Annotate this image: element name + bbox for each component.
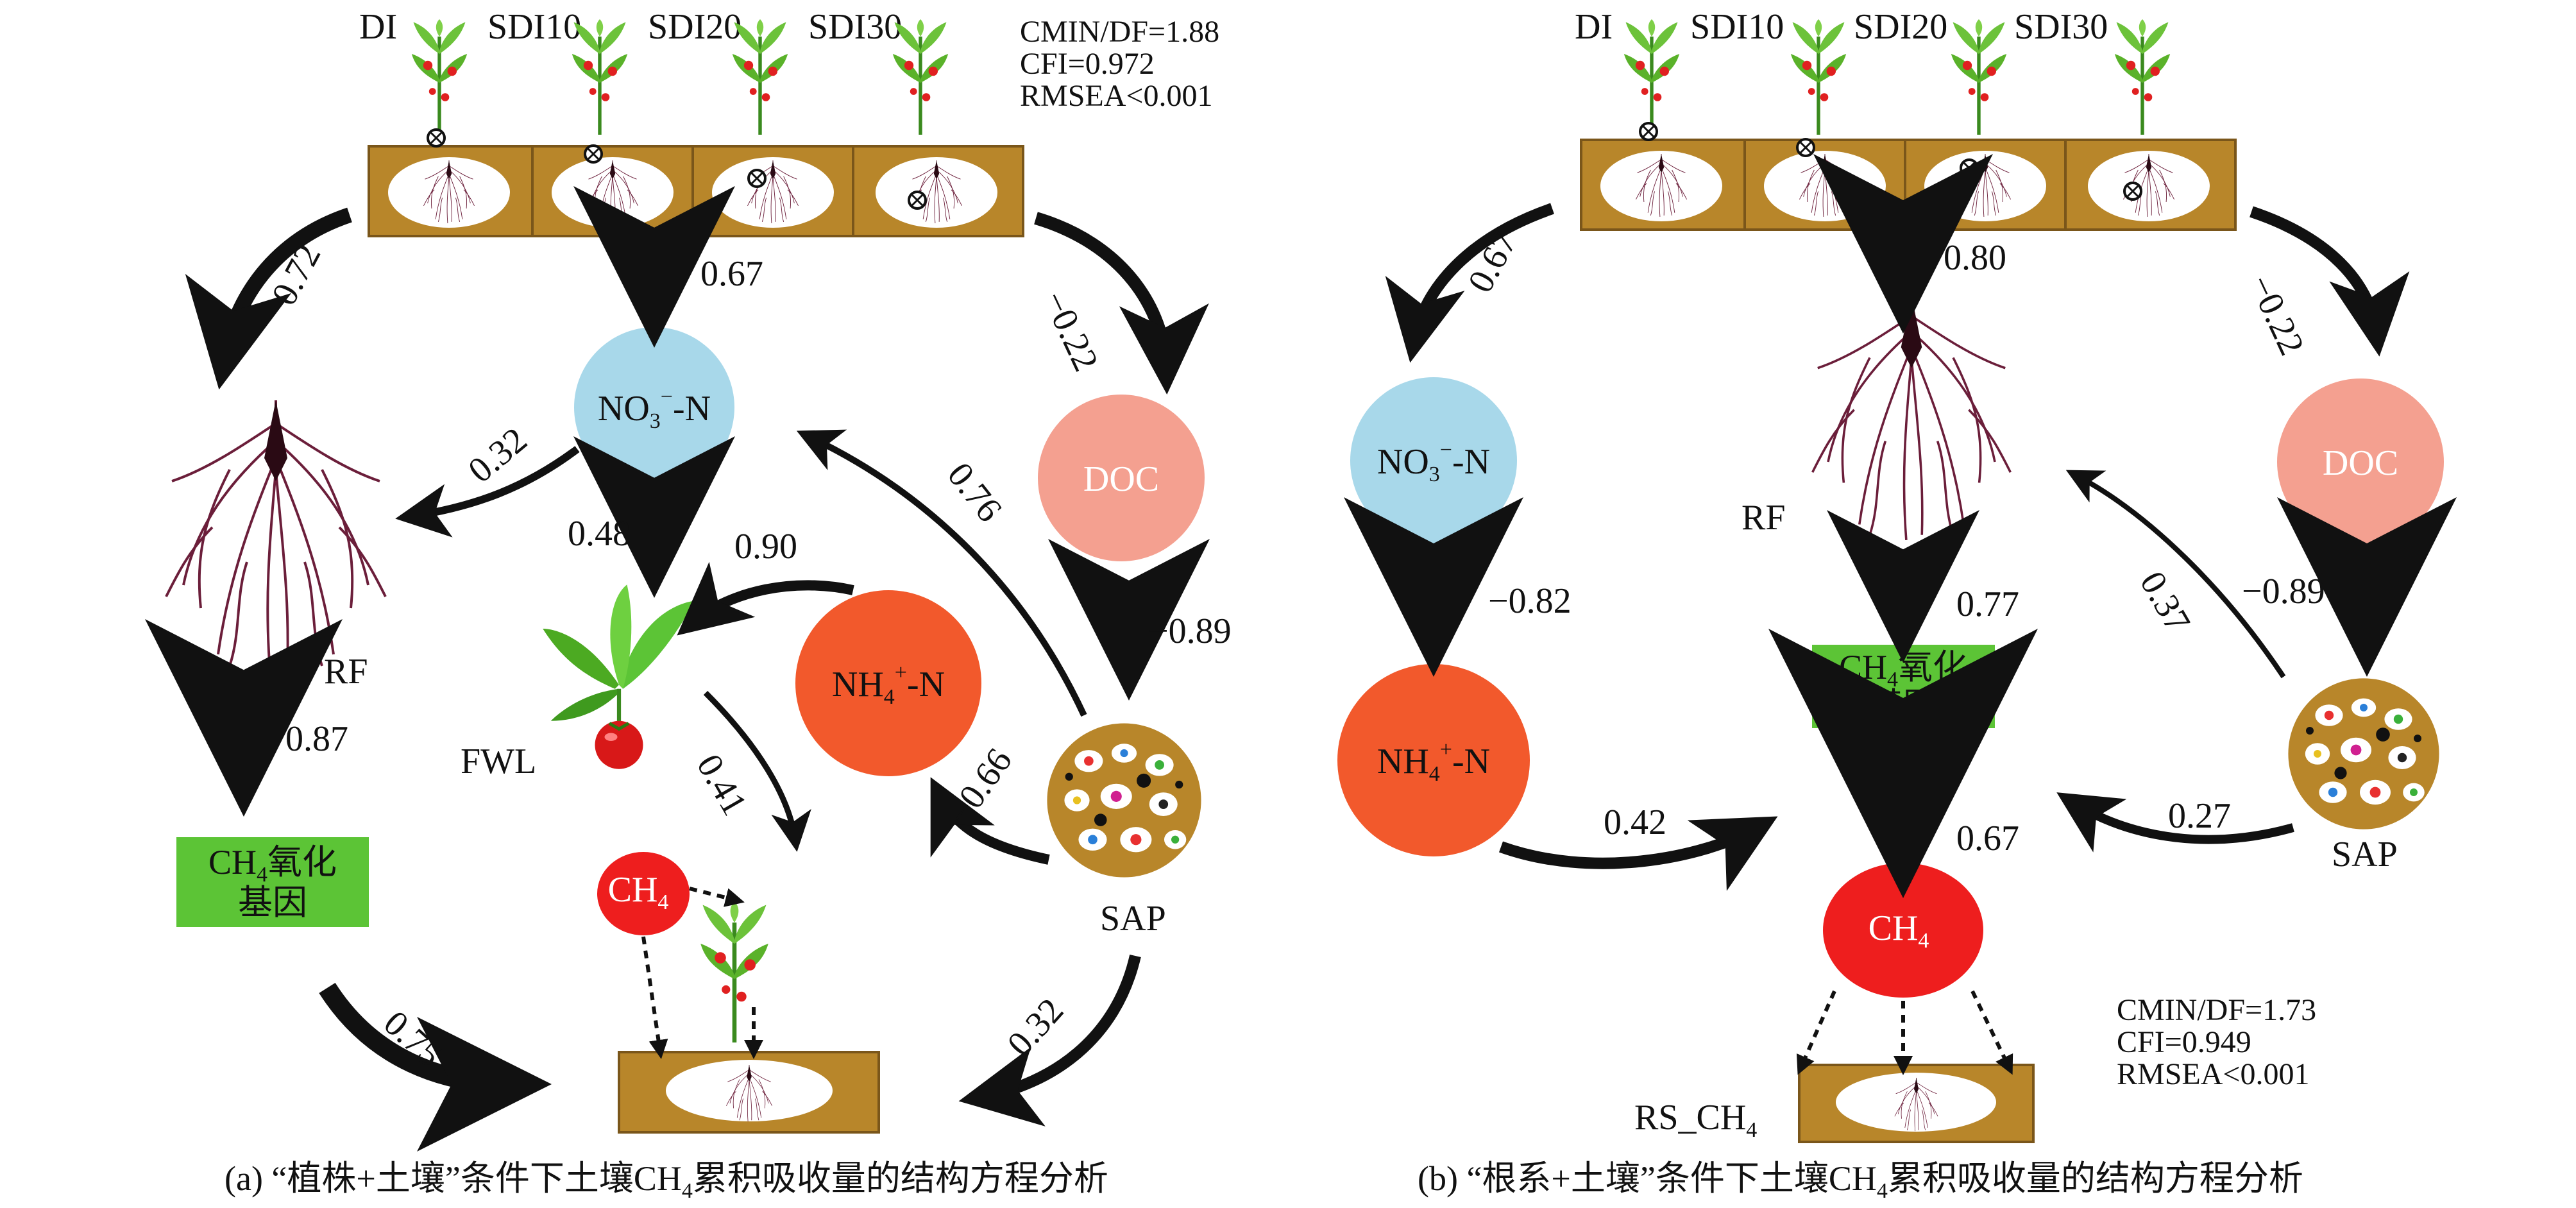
- tomato-fruit-plant-icon: [543, 584, 695, 769]
- path-coef: −0.66: [940, 742, 1020, 833]
- dripper-icon: [584, 144, 603, 164]
- fit-cmin-df: CMIN/DF=1.88: [1020, 15, 1219, 49]
- treatment-label-sdi10: SDI10: [487, 7, 581, 47]
- node-ch4-oxidation-gene: CH4氧化 基因: [1812, 645, 1995, 728]
- tomato-plant-icon: [700, 901, 768, 1042]
- treatment-label-di: DI: [1575, 7, 1613, 47]
- tomato-plant-icon: [1624, 19, 1679, 135]
- soil-pot-icon: [618, 1051, 880, 1134]
- path-coef: 0.42: [1604, 803, 1666, 842]
- root-system-icon: [1811, 295, 2012, 541]
- treatment-label-sdi20: SDI20: [648, 7, 741, 47]
- path-coef: −0.89: [1148, 611, 1232, 651]
- node-fwl-label: FWL: [461, 742, 536, 781]
- svg-text:CH4氧化: CH4氧化: [1839, 648, 1967, 692]
- fit-cmin-df: CMIN/DF=1.73: [2117, 993, 2316, 1027]
- svg-text:基因: 基因: [1868, 686, 1938, 725]
- dripper-icon: [427, 128, 446, 148]
- svg-text:DOC: DOC: [2323, 443, 2398, 483]
- treatment-label-sdi20: SDI20: [1854, 7, 1947, 47]
- tomato-plant-icon: [2115, 19, 2170, 135]
- path-coef: 0.32: [1000, 991, 1072, 1064]
- path-coef: 0.37: [2132, 565, 2198, 640]
- svg-text:DOC: DOC: [1083, 459, 1159, 499]
- fit-rmsea: RMSEA<0.001: [2117, 1057, 2309, 1091]
- path-coef: −0.22: [1035, 285, 1106, 377]
- svg-text:NO3−-N: NO3−-N: [598, 385, 711, 433]
- node-doc: DOC: [1038, 395, 1205, 561]
- path-coef: 0.67: [700, 254, 763, 294]
- fit-cfi: CFI=0.949: [2117, 1025, 2251, 1059]
- dripper-icon: [908, 191, 927, 210]
- path-coef: 0.80: [1944, 238, 2006, 278]
- node-no3-n: NO3−-N: [1350, 377, 1517, 544]
- tomato-plant-icon: [412, 19, 467, 135]
- dripper-icon: [1960, 158, 1979, 178]
- treatment-label-di: DI: [359, 7, 397, 47]
- path-coef: 0.90: [734, 527, 797, 566]
- path-coef: 0.27: [2168, 796, 2231, 836]
- path-coef: 0.41: [689, 748, 755, 822]
- soil-treatment-strip: [368, 128, 1024, 237]
- sap-particle-icon: [2288, 678, 2439, 829]
- svg-text:CH4: CH4: [608, 870, 669, 914]
- panel-b: DI SDI10 SDI20 SDI30: [1337, 7, 2457, 1203]
- node-rf-label: RF: [324, 652, 368, 692]
- svg-text:NO3−-N: NO3−-N: [1377, 438, 1490, 486]
- path-coef: −0.82: [1488, 581, 1572, 621]
- root-system-icon: [166, 400, 386, 672]
- node-no3-n: NO3−-N: [574, 327, 734, 488]
- node-sap-label: SAP: [1100, 899, 1166, 939]
- sap-particle-icon: [1047, 723, 1201, 878]
- node-ch4-oxidation-gene: CH4氧化 基因: [176, 837, 369, 927]
- node-rs-ch4-label: RS_CH4: [1634, 1098, 1757, 1142]
- tomato-plant-icon: [1791, 19, 1846, 135]
- soil-pot-icon: [1798, 1064, 2035, 1143]
- path-coef: −0.89: [2242, 572, 2325, 611]
- dripper-icon: [1796, 138, 1815, 157]
- dripper-icon: [747, 169, 767, 188]
- node-ch4: CH4: [597, 852, 690, 935]
- soil-treatment-strip: [1580, 122, 2237, 231]
- node-sap-label: SAP: [2332, 835, 2398, 874]
- caption-a: (a) “植株+土壤”条件下土壤CH4累积吸收量的结构方程分析: [225, 1159, 1108, 1203]
- svg-text:NH4+-N: NH4+-N: [1377, 738, 1490, 786]
- svg-text:CH4氧化: CH4氧化: [208, 843, 337, 887]
- dripper-icon: [1639, 122, 1658, 141]
- node-ch4: CH4: [1823, 863, 1983, 998]
- path-coef: 0.87: [285, 719, 348, 759]
- treatment-label-sdi10: SDI10: [1690, 7, 1784, 47]
- svg-text:基因: 基因: [238, 883, 307, 922]
- path-coef: −0.22: [2241, 269, 2312, 361]
- treatment-label-sdi30: SDI30: [808, 7, 902, 47]
- tomato-plant-icon: [1951, 19, 2006, 135]
- svg-text:NH4+-N: NH4+-N: [832, 661, 945, 709]
- caption-b: (b) “根系+土壤”条件下土壤CH4累积吸收量的结构方程分析: [1418, 1159, 2303, 1203]
- path-coef: 0.72: [264, 237, 329, 312]
- node-nh4-n: NH4+-N: [1337, 664, 1530, 856]
- svg-text:CH4: CH4: [1868, 908, 1929, 953]
- path-coef: 0.77: [1956, 584, 2019, 624]
- path-coef: 0.76: [940, 455, 1010, 529]
- path-coef: 0.67: [1956, 819, 2019, 858]
- path-coef: 0.67: [1461, 225, 1525, 299]
- node-doc: DOC: [2277, 379, 2444, 545]
- panel-a: DI SDI10 SDI20 SDI30 CMI: [145, 7, 1232, 1203]
- fit-rmsea: RMSEA<0.001: [1020, 79, 1212, 113]
- fit-cfi: CFI=0.972: [1020, 47, 1155, 81]
- node-rf-label: RF: [1741, 498, 1786, 538]
- path-coef: 0.48: [568, 514, 631, 554]
- dripper-icon: [2123, 182, 2142, 201]
- node-nh4-n: NH4+-N: [795, 590, 981, 776]
- treatment-label-sdi30: SDI30: [2014, 7, 2108, 47]
